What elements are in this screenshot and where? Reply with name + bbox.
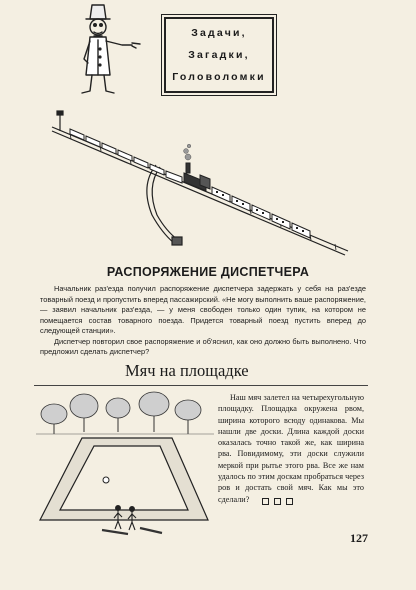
title-underline xyxy=(34,385,368,386)
professor-illustration xyxy=(81,4,141,94)
dispatcher-title: РАСПОРЯЖЕНИЕ ДИСПЕТЧЕРА xyxy=(106,265,310,279)
dispatcher-text: Начальник раз'езда получил распоряжение … xyxy=(40,284,366,358)
end-marks xyxy=(262,498,293,505)
header-line-3: Головоломки xyxy=(172,71,266,83)
header-line-2: Загадки, xyxy=(188,49,250,61)
ball-paragraph: Наш мяч залетел на четырехугольную площа… xyxy=(218,393,364,504)
dispatcher-paragraph: Диспетчер повторил свое распоряжение и о… xyxy=(40,336,366,357)
ball-title: Мяч на площадке xyxy=(125,361,249,380)
end-mark-square xyxy=(286,498,293,505)
ball-text: Наш мяч залетел на четырехугольную площа… xyxy=(218,392,364,505)
railway-illustration xyxy=(51,110,349,256)
end-mark-square xyxy=(262,498,269,505)
dispatcher-paragraph: Начальник раз'езда получил распоряжение … xyxy=(40,284,366,335)
playground-illustration xyxy=(36,391,214,536)
page-number: 127 xyxy=(350,531,368,545)
end-mark-square xyxy=(274,498,281,505)
header-line-1: Задачи, xyxy=(191,27,247,39)
rubric-header-box: Задачи, Загадки, Головоломки xyxy=(161,14,277,96)
